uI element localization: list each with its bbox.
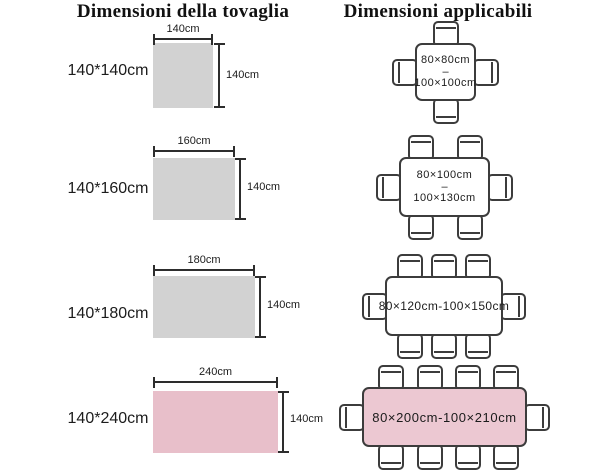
tablecloth-size-label: 140*160cm xyxy=(67,180,149,197)
chair-icon xyxy=(378,444,404,470)
width-dimension-label: 240cm xyxy=(198,366,233,378)
tablecloth-swatch xyxy=(153,276,255,338)
table-size-range: 80×200cm-100×210cm xyxy=(372,409,517,425)
height-dimension-label: 140cm xyxy=(247,181,281,193)
chair-icon xyxy=(493,365,519,391)
chair-icon xyxy=(473,59,499,86)
tablecloth-column-title: Dimensioni della tovaglia xyxy=(76,1,290,22)
table-size-range: 80×120cm-100×150cm xyxy=(378,299,510,313)
chair-icon xyxy=(524,404,550,431)
chair-icon xyxy=(493,444,519,470)
width-dimension-label: 140cm xyxy=(166,23,200,35)
chair-icon xyxy=(465,333,491,359)
tablecloth-swatch xyxy=(153,158,235,220)
height-dimension-label: 140cm xyxy=(267,299,301,311)
chair-icon xyxy=(455,444,481,470)
tablecloth-size-label: 140*180cm xyxy=(67,305,149,322)
width-dimension-label: 180cm xyxy=(187,254,221,266)
chair-icon xyxy=(417,444,443,470)
width-dimension-line xyxy=(153,377,278,388)
size-range-dash: – xyxy=(442,65,449,78)
table-size-max: 100×100cm xyxy=(414,77,477,90)
dining-table-4-seats: 80×80cm – 100×100cm xyxy=(414,43,477,101)
chair-icon xyxy=(431,333,457,359)
table-size-min: 80×100cm xyxy=(416,169,473,182)
size-range-dash: – xyxy=(441,180,448,193)
height-dimension-line xyxy=(278,391,289,453)
width-dimension-line xyxy=(153,34,213,45)
chair-icon xyxy=(376,174,402,201)
chair-icon xyxy=(433,98,459,124)
chair-icon xyxy=(362,293,388,320)
dining-table-10-seats: 80×200cm-100×210cm xyxy=(362,387,527,447)
width-dimension-line xyxy=(153,265,255,276)
height-dimension-line xyxy=(214,43,225,108)
height-dimension-label: 140cm xyxy=(226,69,260,81)
tablecloth-size-label: 140*140cm xyxy=(67,62,149,79)
chair-icon xyxy=(397,333,423,359)
table-size-max: 100×130cm xyxy=(413,192,476,205)
width-dimension-label: 160cm xyxy=(177,135,211,147)
chair-icon xyxy=(392,59,418,86)
tablecloth-size-label: 140*240cm xyxy=(67,410,149,427)
dining-table-8-seats: 80×120cm-100×150cm xyxy=(379,276,509,336)
table-size-min: 80×80cm xyxy=(420,54,471,67)
tablecloth-swatch xyxy=(153,391,278,453)
dining-table-6-seats: 80×100cm – 100×130cm xyxy=(399,157,490,217)
chair-icon xyxy=(417,365,443,391)
chair-icon xyxy=(408,214,434,240)
chair-icon xyxy=(433,21,459,47)
chair-icon xyxy=(431,254,457,280)
chair-icon xyxy=(457,214,483,240)
tablecloth-swatch xyxy=(153,43,213,108)
tables-column-title: Dimensioni applicabili xyxy=(343,1,533,22)
height-dimension-label: 140cm xyxy=(290,413,324,425)
chair-icon xyxy=(487,174,513,201)
width-dimension-line xyxy=(153,146,235,157)
height-dimension-line xyxy=(255,276,266,338)
height-dimension-line xyxy=(235,158,246,220)
chair-icon xyxy=(465,254,491,280)
